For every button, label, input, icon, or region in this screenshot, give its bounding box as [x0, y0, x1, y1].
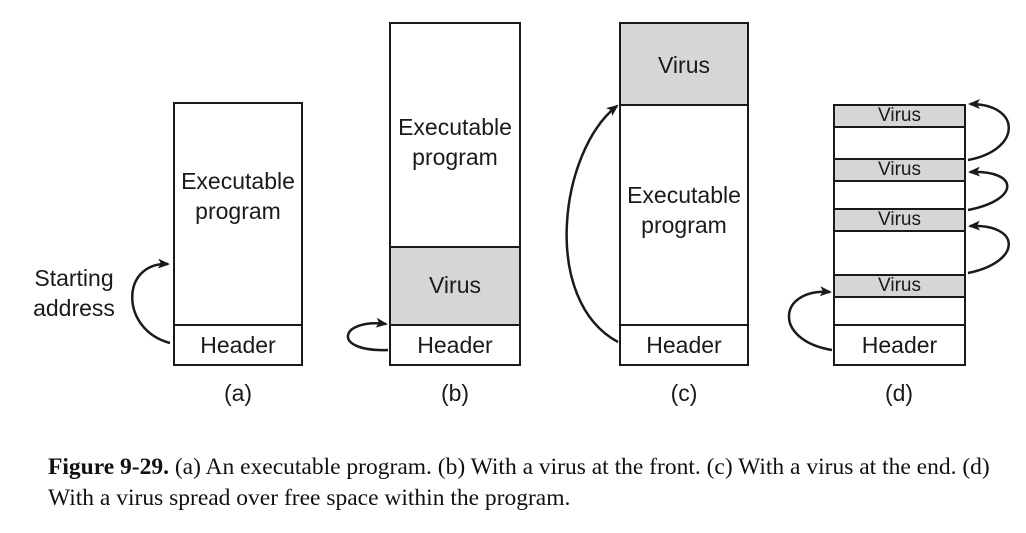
panel-b-virus-segment: Virus [391, 246, 519, 324]
panel-d-virus-label-4: Virus [878, 275, 921, 296]
panel-d-virus-segment-4: Virus [835, 274, 964, 298]
panel-d-virus-segment-1: Virus [835, 106, 964, 128]
panel-a-starting-address-label: Starting address [33, 265, 115, 321]
panel-d-arrow-header [787, 286, 833, 352]
panel-c-virus-segment: Virus [621, 24, 747, 106]
panel-a-program-label: Executable program [181, 168, 295, 224]
panel-a-header-label: Header [200, 332, 276, 358]
panel-c-arrow [565, 104, 619, 344]
panel-b-program-label: Executable program [398, 114, 512, 170]
panel-d-virus-segment-3: Virus [835, 208, 964, 232]
panel-c-header-label: Header [646, 332, 722, 358]
panel-a-caption-label: (a) [223, 380, 253, 406]
panel-b-virus-label: Virus [429, 272, 481, 298]
panel-d-virus-label-3: Virus [878, 209, 921, 230]
panel-b-header-segment: Header [391, 324, 519, 366]
panel-d-arrow-1 [967, 99, 1010, 162]
panel-b-box: Executable program Virus Header [389, 22, 521, 366]
panel-c-caption-label: (c) [670, 380, 698, 406]
panel-a-box: Executable program Header [173, 102, 303, 366]
panel-a-arrow [131, 258, 171, 345]
figure-caption-text: (a) An executable program. (b) With a vi… [48, 454, 990, 511]
panel-d-header-label: Header [861, 332, 938, 358]
panel-d-box: Virus Virus Virus Virus Header [833, 104, 966, 366]
panel-d-arrow-3 [967, 220, 1010, 275]
figure-caption: Figure 9-29. (a) An executable program. … [48, 452, 998, 514]
panel-a-header-segment: Header [175, 324, 301, 366]
panel-c-program-label: Executable program [627, 182, 741, 238]
panel-d-virus-segment-2: Virus [835, 158, 964, 182]
figure-number: Figure 9-29. [48, 454, 169, 480]
panel-d-virus-label-2: Virus [878, 159, 921, 180]
panel-d-header-segment: Header [835, 324, 964, 366]
panel-b-arrow [346, 317, 389, 352]
panel-b-header-label: Header [417, 332, 493, 358]
panel-c-box: Virus Executable program Header [619, 22, 749, 366]
panel-d-virus-label-1: Virus [878, 105, 921, 126]
panel-d-arrow-2 [967, 166, 1009, 212]
panel-c-header-segment: Header [621, 324, 747, 366]
panel-d-caption-label: (d) [884, 380, 914, 406]
panel-b-caption-label: (b) [440, 380, 470, 406]
panel-c-virus-label: Virus [658, 52, 710, 78]
